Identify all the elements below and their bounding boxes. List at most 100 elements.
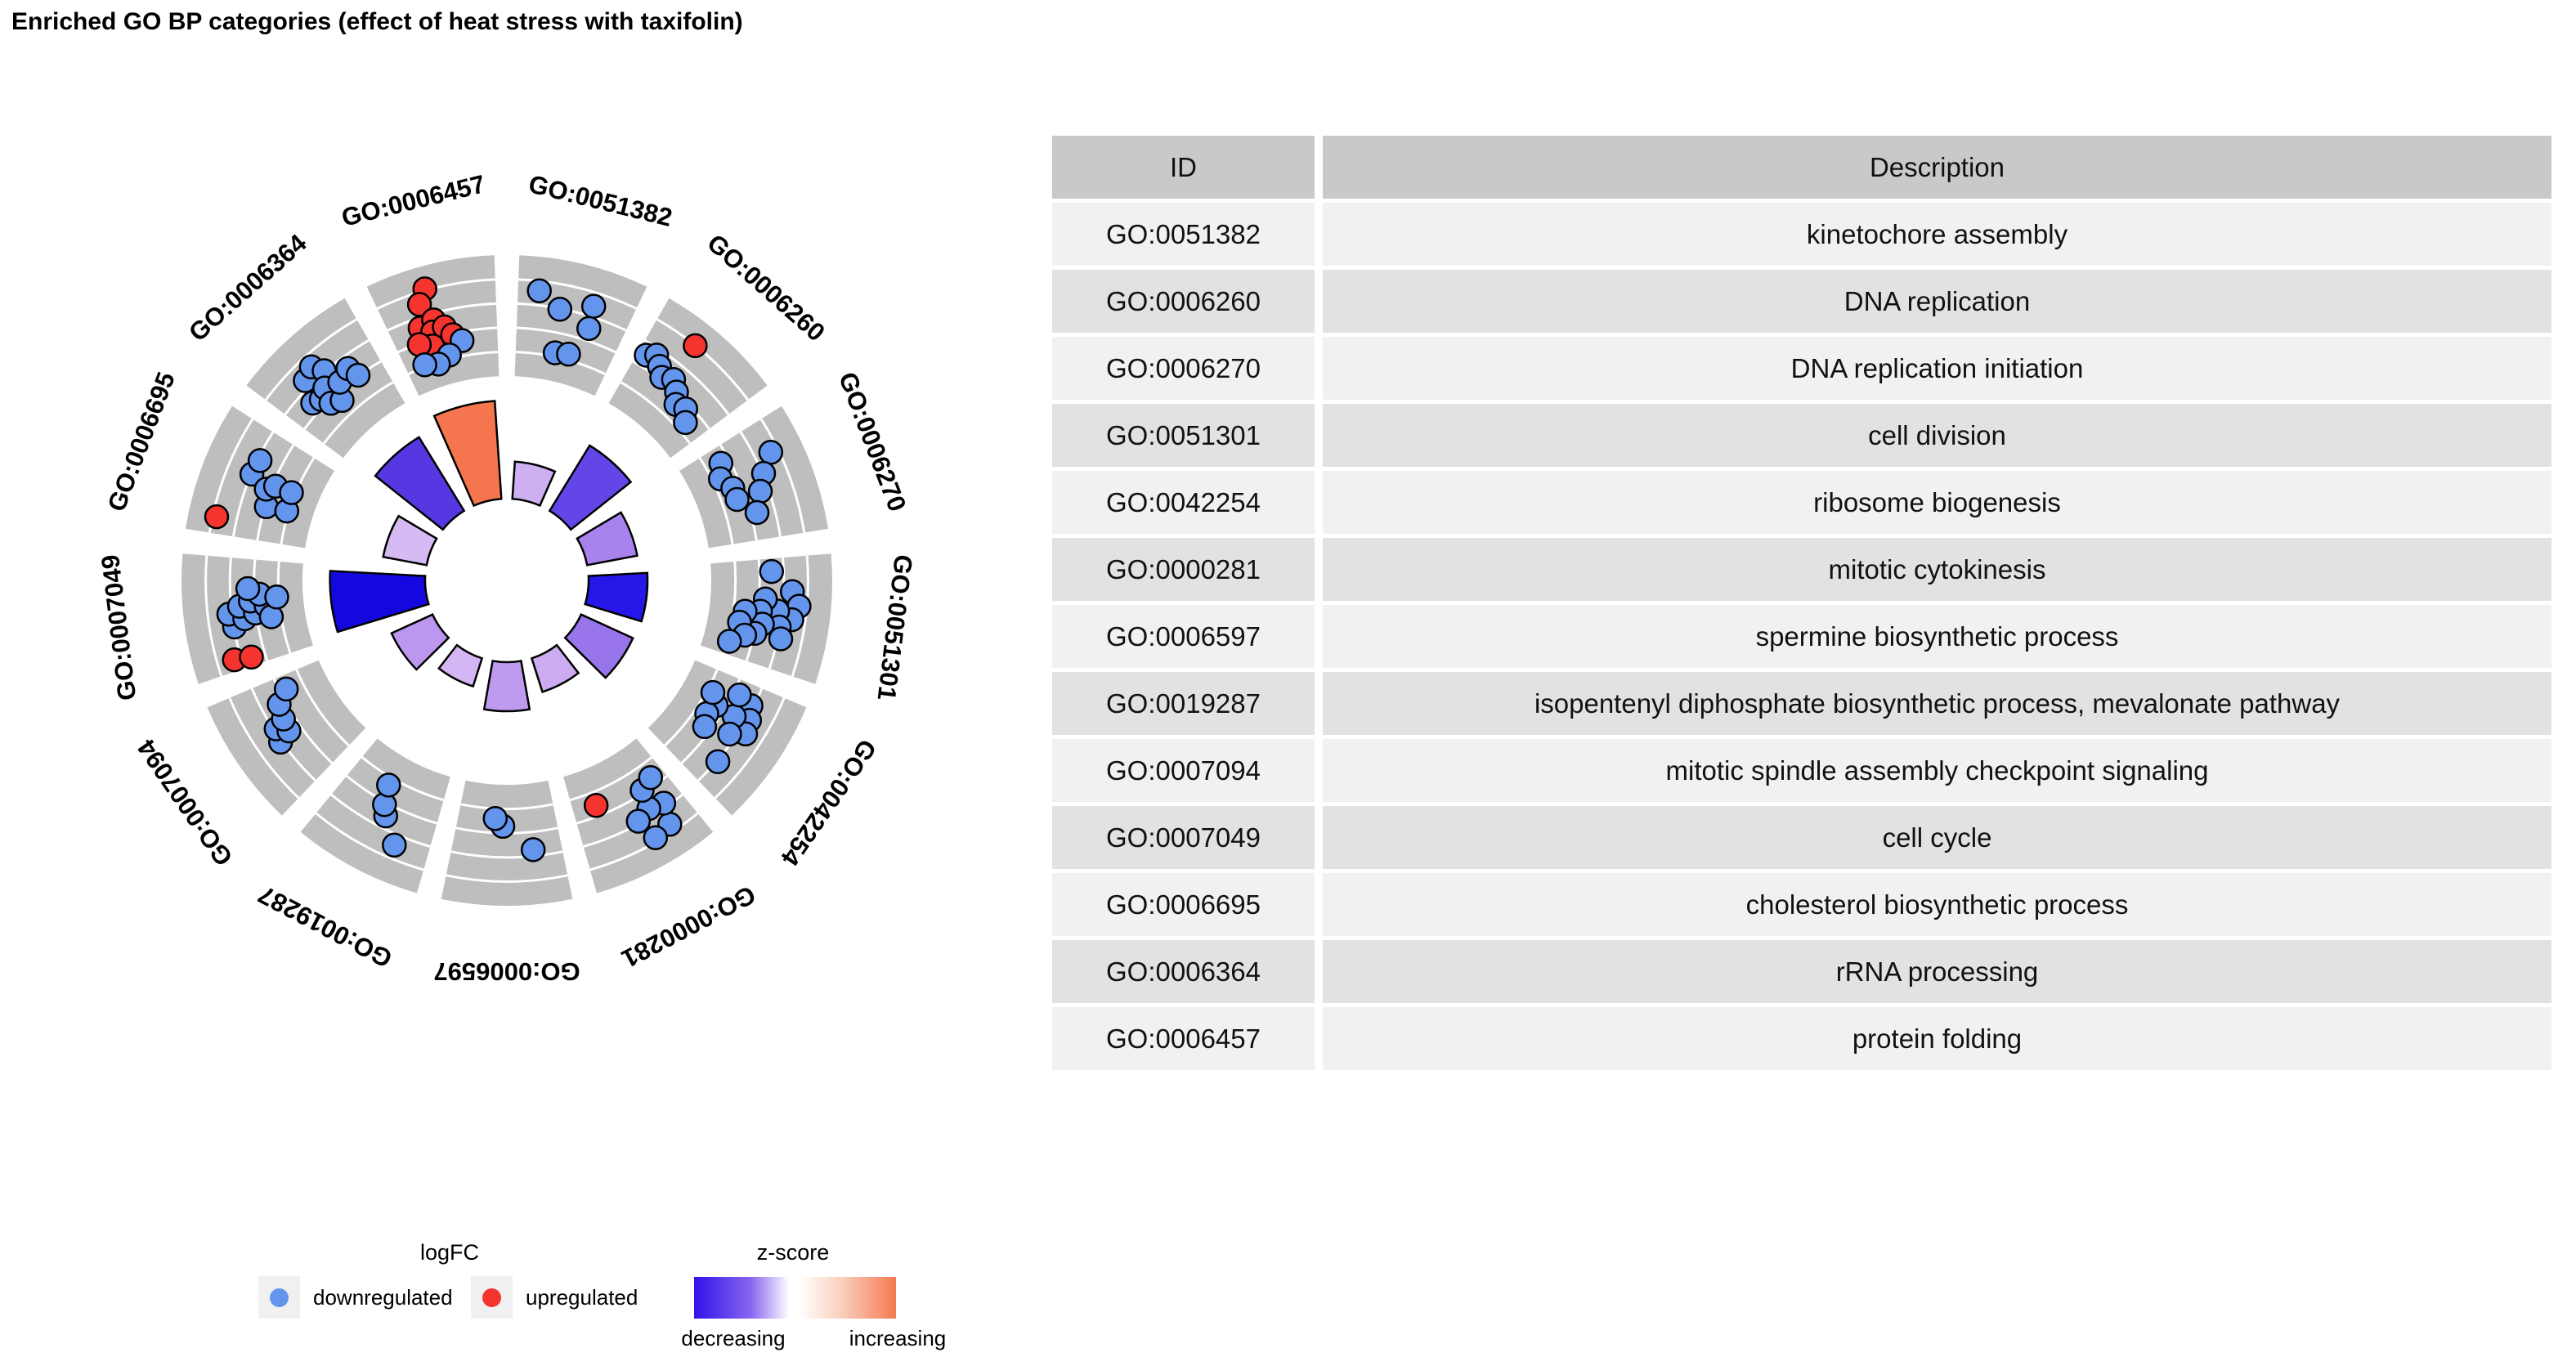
downregulated-label: downregulated [313, 1285, 453, 1310]
table-cell-id: GO:0006364 [1052, 940, 1315, 1003]
gene-dot-down [547, 297, 573, 322]
gene-dot-down [747, 478, 773, 504]
go-sector-GO:0006260 [608, 298, 768, 459]
zscore-bar-GO:0007049 [329, 570, 430, 634]
gene-dot-down [727, 682, 752, 708]
gene-dot-down [235, 576, 261, 602]
logfc-gridline [569, 756, 653, 802]
logfc-gridline [518, 278, 638, 310]
table-cell-id: GO:0042254 [1052, 471, 1315, 534]
gene-dot-down [556, 341, 581, 367]
sector-label-GO:0000281: GO:0000281 [617, 880, 760, 973]
gene-dot-down [625, 808, 652, 834]
sector-label-GO:0007049: GO:0007049 [96, 553, 141, 702]
gene-dot-down [412, 352, 437, 378]
gene-dot-down [638, 764, 664, 790]
table-cell-id: GO:0006597 [1052, 605, 1315, 668]
logfc-gridline [322, 381, 394, 445]
sector-label-GO:0006364: GO:0006364 [183, 228, 312, 347]
logfc-gridline [517, 302, 627, 332]
gene-dot-up [204, 504, 230, 530]
table-header-row: ID Description [1052, 136, 2551, 199]
table-cell-description: DNA replication [1323, 270, 2551, 333]
table-cell-description: cell division [1323, 404, 2551, 467]
gene-dot-down [520, 837, 546, 862]
table-cell-id: GO:0051382 [1052, 203, 1315, 266]
logfc-gridline [516, 326, 616, 354]
gene-dot-down [673, 410, 698, 436]
go-sector-GO:0006597 [441, 780, 573, 906]
logfc-gridline [450, 850, 563, 859]
logfc-gridline [656, 318, 750, 401]
zscore-bar-GO:0042254 [563, 613, 634, 679]
zscore-bar-GO:0006364 [374, 436, 466, 531]
page-title: Enriched GO BP categories (effect of hea… [11, 8, 743, 35]
go-circle-svg: GO:0051382GO:0006260GO:0006270GO:0051301… [96, 169, 918, 986]
gene-dot-up [683, 333, 708, 359]
gene-dot-down [273, 676, 299, 702]
zscore-bar-GO:0006597 [482, 660, 531, 713]
table-cell-description: isopentenyl diphosphate biosynthetic pro… [1323, 672, 2551, 735]
logfc-gridline [264, 318, 358, 401]
upregulated-key [471, 1276, 513, 1319]
gene-dot-down [692, 714, 718, 740]
upregulated-dot-icon [482, 1288, 501, 1307]
table-cell-id: GO:0051301 [1052, 404, 1315, 467]
gene-dot-down [717, 721, 742, 747]
zscore-bar-GO:0007094 [390, 613, 450, 671]
gene-dot-down [724, 486, 750, 513]
table-cell-description: ribosome biogenesis [1323, 471, 2551, 534]
gene-dot-down [744, 499, 770, 526]
gene-dot-down [705, 749, 731, 774]
table-cell-id: GO:0007094 [1052, 739, 1315, 802]
gene-dot-down [382, 832, 407, 858]
zscore-bar-GO:0006260 [548, 444, 633, 531]
logfc-gridline [295, 669, 350, 747]
table-cell-description: cholesterol biosynthetic process [1323, 873, 2551, 936]
upregulated-label: upregulated [526, 1285, 638, 1310]
logfc-gridline [698, 457, 734, 544]
logfc-gridline [589, 812, 699, 871]
gene-dot-down [759, 558, 785, 584]
sector-label-GO:0006695: GO:0006695 [102, 368, 181, 515]
zscore-increasing-label: increasing [849, 1326, 947, 1350]
sector-label-GO:0007094: GO:0007094 [132, 733, 239, 871]
zscore-bar-GO:0019287 [437, 643, 484, 688]
table-header-id: ID [1052, 136, 1315, 199]
logfc-legend-title: logFC [419, 1240, 480, 1265]
logfc-gridline [620, 381, 692, 445]
logfc-gridline [460, 803, 553, 810]
gene-dot-down [482, 805, 508, 831]
logfc-gridline [714, 697, 786, 799]
table-cell-description: mitotic cytokinesis [1323, 538, 2551, 601]
logfc-gridline [791, 555, 809, 677]
table-cell-id: GO:0006270 [1052, 337, 1315, 400]
gene-dot-down [700, 679, 726, 705]
gene-dot-down [376, 773, 401, 798]
gene-dot-down [768, 626, 794, 652]
table-cell-description: kinetochore assembly [1323, 203, 2551, 266]
gene-dot-down [716, 629, 742, 654]
sector-label-GO:0006457: GO:0006457 [338, 169, 487, 232]
sector-label-GO:0051382: GO:0051382 [526, 169, 674, 232]
zscore-legend-title: z-score [756, 1240, 830, 1265]
sector-label-GO:0006597: GO:0006597 [433, 957, 580, 986]
gene-dot-down [345, 362, 371, 388]
downregulated-key [258, 1276, 300, 1319]
table-cell-description: cell cycle [1323, 806, 2551, 869]
table-header-description: Description [1323, 136, 2551, 199]
table-cell-id: GO:0007049 [1052, 806, 1315, 869]
table-cell-id: GO:0006457 [1052, 1007, 1315, 1070]
